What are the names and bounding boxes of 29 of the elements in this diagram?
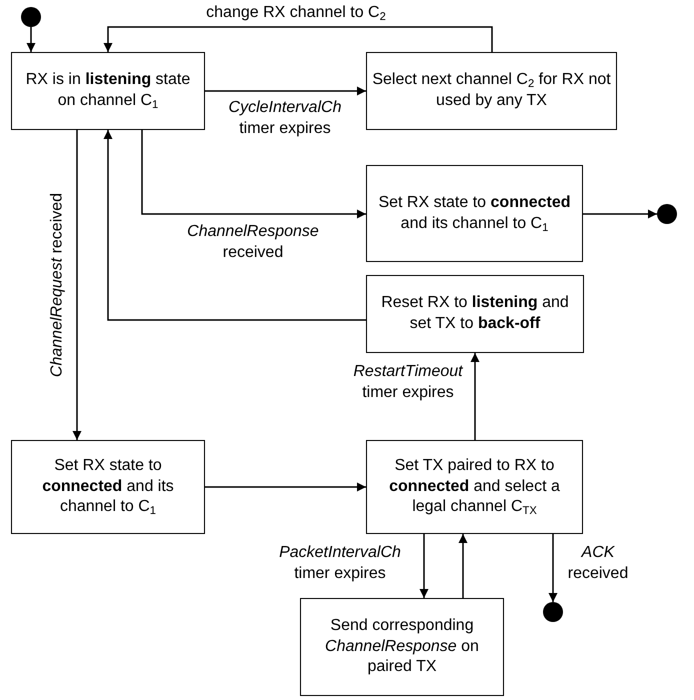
- arrow: [470, 353, 480, 440]
- arrow: [72, 130, 82, 440]
- state-box: [11, 52, 205, 130]
- state-box: [366, 275, 584, 353]
- arrow: [548, 534, 558, 602]
- arrow: [104, 130, 366, 321]
- arrow: [104, 26, 493, 52]
- state-box: [366, 165, 583, 262]
- state-dot: [21, 7, 41, 27]
- state-text: Set RX state to connected and its channel to C$_{1}$: [41, 456, 175, 518]
- state-box: [366, 440, 583, 534]
- arrow: [458, 534, 468, 598]
- state-box: [300, 598, 504, 696]
- state-text: Set TX paired to RX to connected and select a legal channel C$_{TX}$: [388, 456, 561, 518]
- arrow: [583, 210, 657, 218]
- state-text: Set RX state to connected and its channel to C$_{1}$: [377, 192, 572, 234]
- state-dot: [543, 602, 563, 622]
- arrow: [205, 482, 366, 492]
- arrow: [26, 27, 36, 52]
- state-text: Reset RX to listening and set TX to back-off: [380, 293, 570, 334]
- state-text: Select next channel C$_{2}$ for RX not used by any TX: [372, 70, 611, 111]
- state-box: [11, 440, 205, 534]
- arrow: [141, 130, 366, 218]
- state-box: [366, 52, 617, 130]
- arrow: [205, 86, 366, 96]
- arrow: [420, 534, 428, 598]
- state-text: RX is in listening state on channel C$_{1}$: [24, 70, 192, 112]
- state-text: Send corresponding ChannelResponse on paired TX: [324, 616, 480, 678]
- state-dot: [657, 204, 677, 224]
